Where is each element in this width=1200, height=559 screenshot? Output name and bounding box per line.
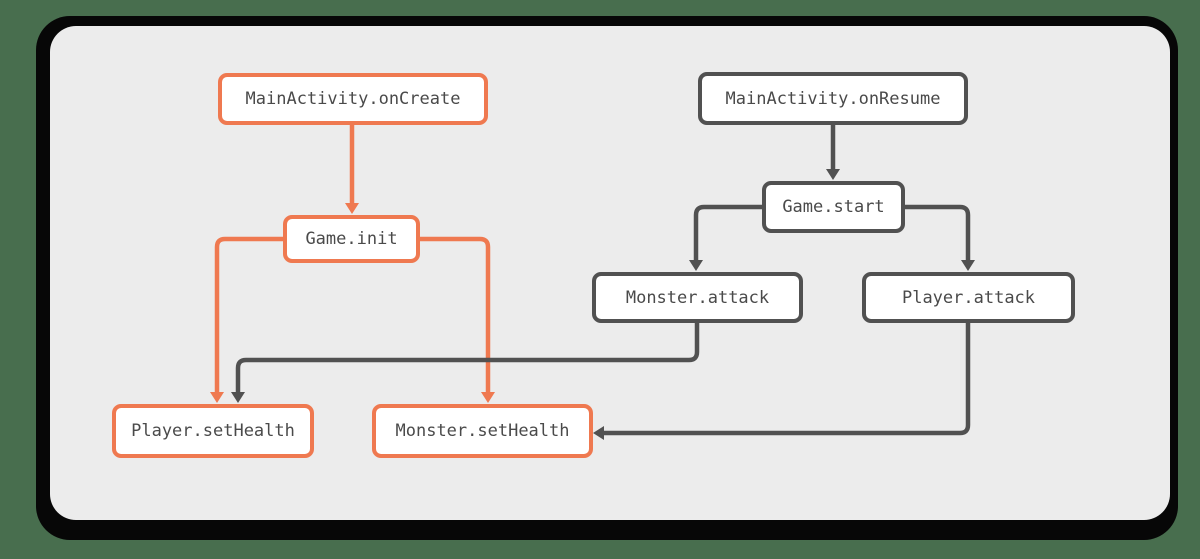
node-monster-sethealth: Monster.setHealth bbox=[372, 404, 593, 458]
node-label: Game.start bbox=[782, 197, 885, 217]
node-label: Player.attack bbox=[901, 287, 1036, 308]
node-label: Game.init bbox=[305, 229, 398, 249]
node-label: Player.setHealth bbox=[131, 421, 295, 441]
node-label: Monster.setHealth bbox=[395, 421, 570, 441]
node-monster-attack: Monster.attack bbox=[592, 272, 803, 323]
node-game-init: Game.init bbox=[283, 215, 420, 263]
node-label: Monster.attack bbox=[625, 287, 770, 308]
node-player-attack: Player.attack bbox=[862, 272, 1075, 323]
node-player-sethealth: Player.setHealth bbox=[112, 404, 314, 458]
node-label: MainActivity.onCreate bbox=[245, 89, 461, 109]
node-label: MainActivity.onResume bbox=[725, 88, 941, 109]
node-mainactivity-oncreate: MainActivity.onCreate bbox=[218, 73, 488, 125]
node-game-start: Game.start bbox=[762, 181, 905, 233]
node-mainactivity-onresume: MainActivity.onResume bbox=[698, 72, 968, 125]
